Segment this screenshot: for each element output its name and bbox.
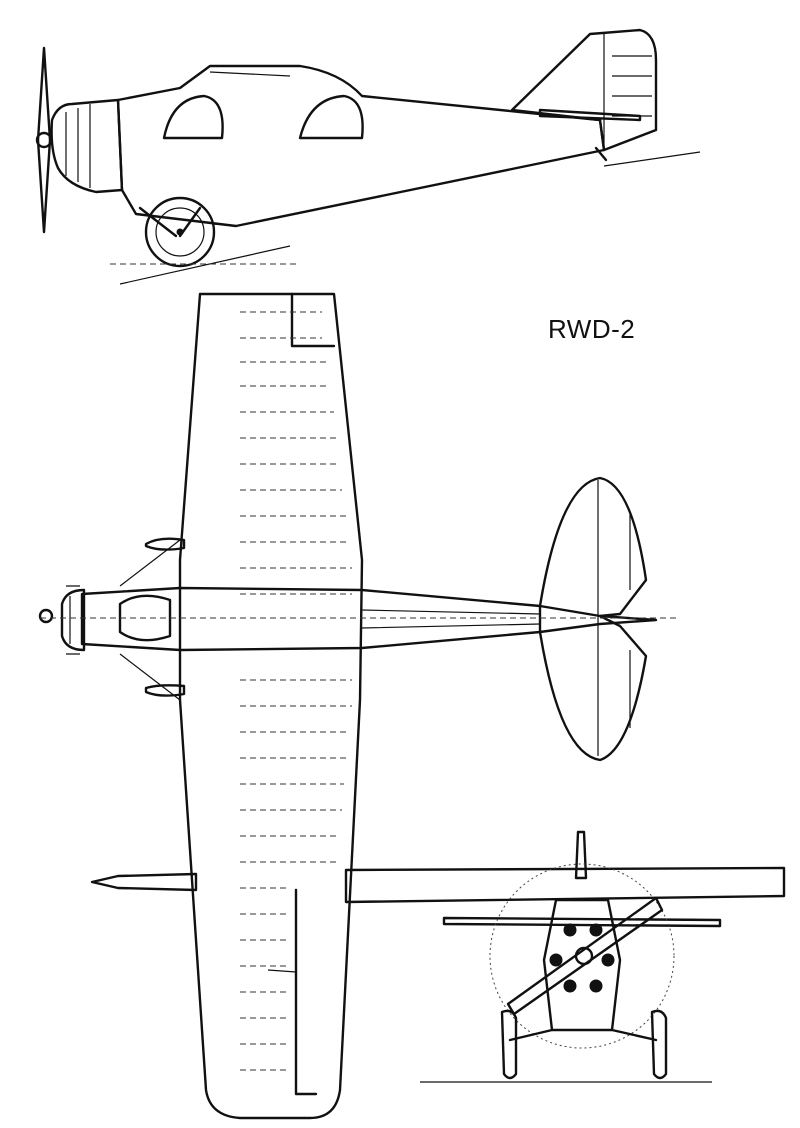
front-propeller-disc xyxy=(489,863,675,1049)
side-tail-fin xyxy=(510,28,658,152)
side-propeller xyxy=(36,46,52,234)
front-wing xyxy=(344,866,786,904)
front-propeller xyxy=(506,896,664,1016)
plan-tailplane xyxy=(538,476,648,762)
plan-aileron-top xyxy=(290,292,336,348)
front-tailplane xyxy=(442,916,722,928)
plan-fuselage xyxy=(80,586,658,652)
side-wheel xyxy=(144,196,216,268)
front-view xyxy=(344,830,786,1083)
front-fin xyxy=(574,830,588,880)
plan-engine xyxy=(60,588,86,652)
aircraft-designation: RWD-2 xyxy=(548,314,636,344)
front-wheel-right xyxy=(650,1009,668,1080)
plan-wing xyxy=(178,292,364,1120)
plan-view xyxy=(38,292,680,1120)
front-wheel-left xyxy=(500,1009,518,1080)
plan-wingtip-pitot xyxy=(90,872,198,892)
side-fuselage xyxy=(116,64,606,228)
side-engine xyxy=(50,98,124,194)
plan-aileron-bottom xyxy=(294,888,318,1096)
side-view xyxy=(35,28,701,285)
